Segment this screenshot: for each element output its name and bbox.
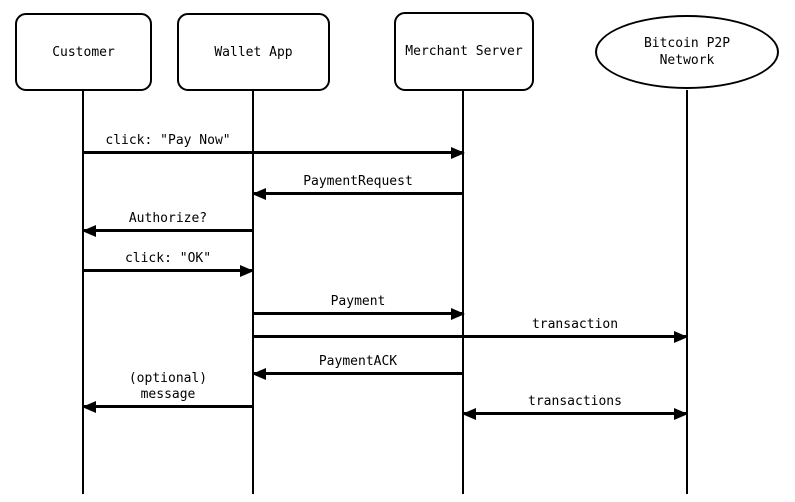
- actor-merchant-server: Merchant Server: [394, 12, 534, 91]
- message-arrow-click-ok: [83, 264, 254, 277]
- message-arrow-payment-request: [252, 187, 464, 200]
- actor-merchant-server-label: Merchant Server: [405, 44, 523, 59]
- lifeline-bitcoin-network: [686, 90, 688, 494]
- message-arrow-optional-message: [82, 400, 253, 413]
- actor-wallet-app-label: Wallet App: [214, 44, 293, 60]
- message-arrow-transaction: [253, 330, 688, 343]
- message-label-payment: Payment: [330, 294, 386, 309]
- message-arrow-click-pay-now: [83, 146, 465, 159]
- message-label-transaction: transaction: [531, 317, 619, 332]
- message-label-payment-request: PaymentRequest: [303, 174, 413, 189]
- actor-wallet-app: Wallet App: [177, 13, 330, 91]
- message-label-payment-ack: PaymentACK: [318, 354, 398, 369]
- message-label-click-pay-now: click: "Pay Now": [105, 133, 231, 148]
- lifeline-customer: [82, 90, 84, 494]
- actor-customer-label: Customer: [52, 44, 115, 60]
- message-label-optional-message: (optional) message: [128, 371, 208, 402]
- actor-bitcoin-network: Bitcoin P2P Network: [595, 15, 779, 89]
- message-label-transactions: transactions: [528, 394, 622, 409]
- message-arrow-payment-ack: [252, 367, 464, 380]
- message-label-authorize: Authorize?: [128, 211, 208, 226]
- message-arrow-authorize: [82, 224, 253, 237]
- message-label-click-ok: click: "OK": [124, 251, 212, 266]
- lifeline-wallet-app: [252, 90, 254, 494]
- lifeline-merchant-server: [462, 90, 464, 494]
- message-arrow-transactions: [462, 407, 688, 420]
- actor-bitcoin-network-label: Bitcoin P2P Network: [643, 36, 731, 68]
- actor-customer: Customer: [15, 13, 152, 91]
- message-arrow-payment: [253, 307, 465, 320]
